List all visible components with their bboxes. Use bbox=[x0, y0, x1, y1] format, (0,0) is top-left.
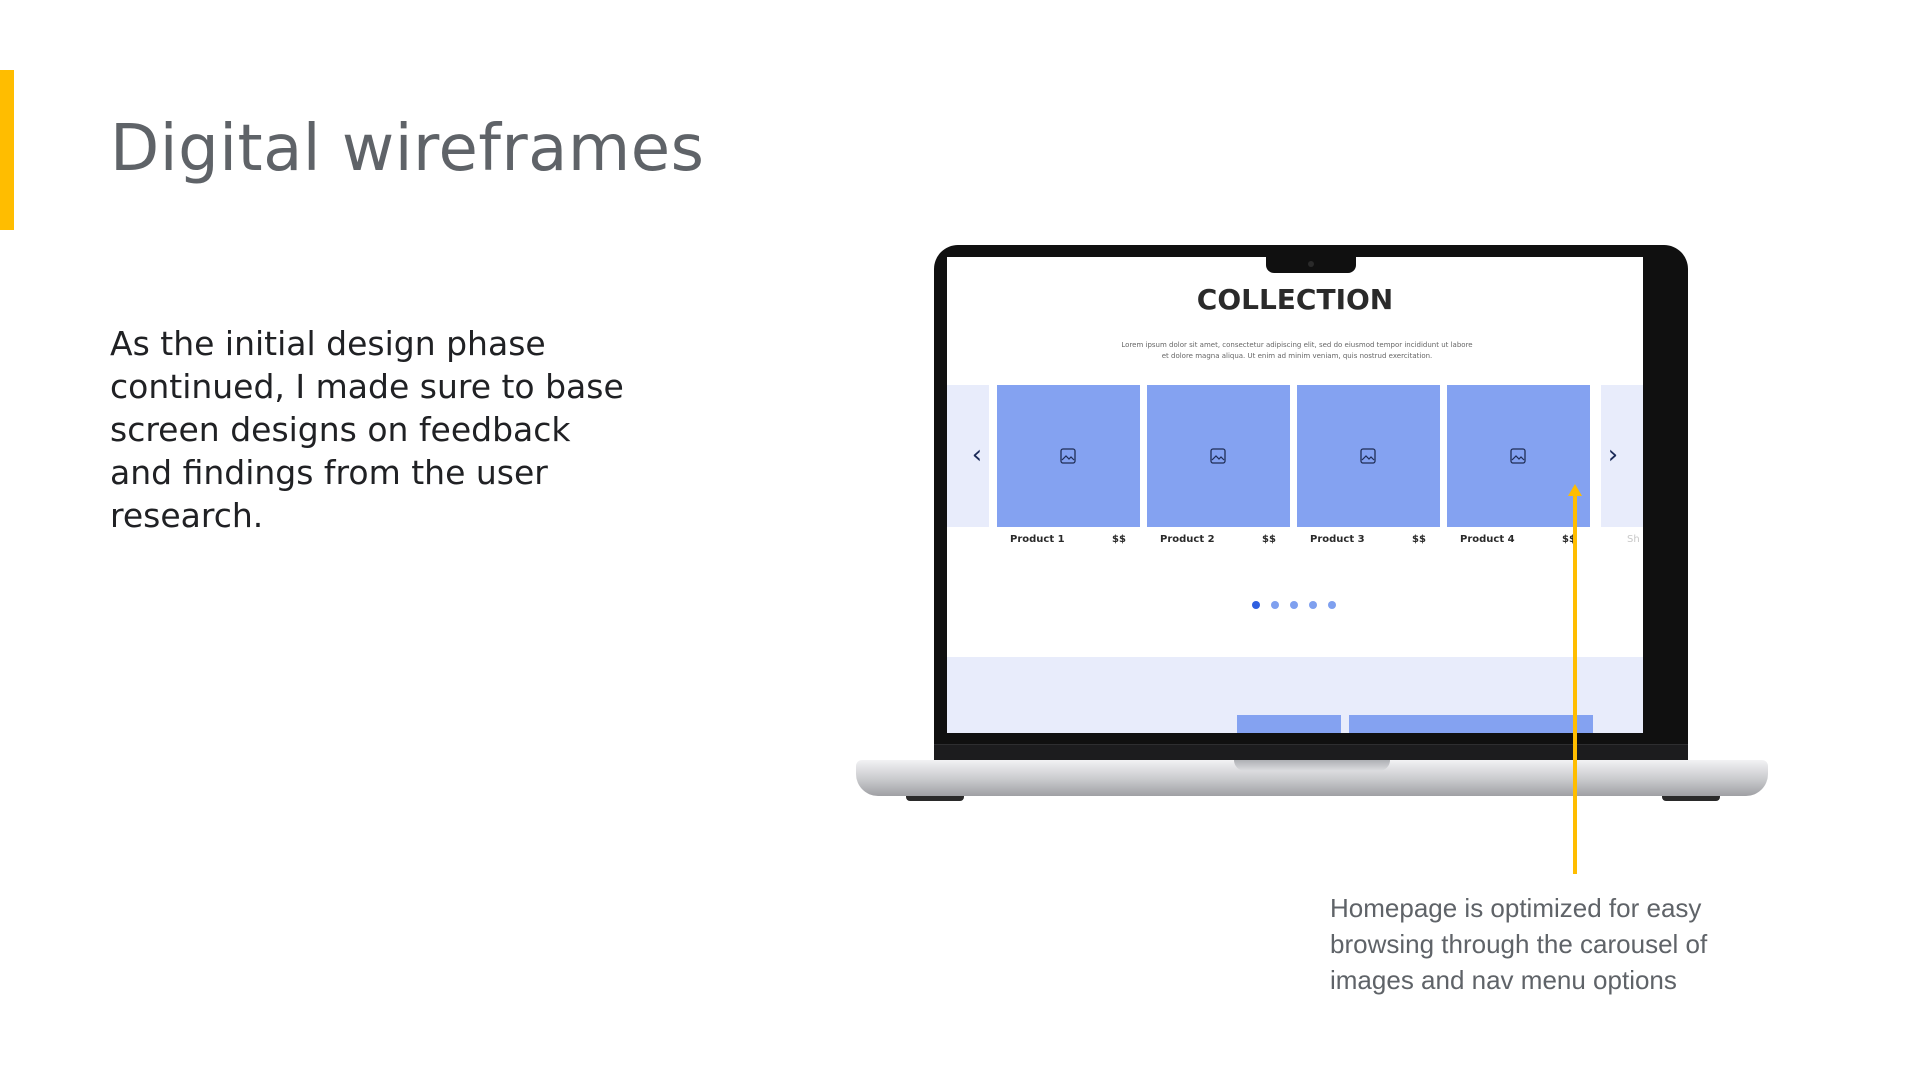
camera-icon bbox=[1308, 261, 1314, 267]
carousel-dot[interactable] bbox=[1271, 601, 1279, 609]
laptop-screen: COLLECTION Lorem ipsum dolor sit amet, c… bbox=[947, 257, 1643, 733]
annotation-text: Homepage is optimized for easy browsing … bbox=[1330, 893, 1708, 995]
lower-block bbox=[1237, 715, 1341, 733]
lid-bottom-strip bbox=[934, 744, 1688, 765]
carousel-side-panel-left bbox=[947, 385, 989, 527]
product-price: $$ bbox=[1562, 534, 1576, 545]
collection-title: COLLECTION bbox=[1196, 283, 1394, 316]
collection-description: Lorem ipsum dolor sit amet, consectetur … bbox=[1121, 341, 1473, 360]
product-price: $$ bbox=[1112, 534, 1126, 545]
product-price: $$ bbox=[1412, 534, 1426, 545]
lower-block bbox=[1349, 715, 1593, 733]
product-card[interactable] bbox=[1297, 385, 1440, 527]
chevron-left-icon[interactable]: ‹ bbox=[971, 440, 983, 470]
laptop-base bbox=[856, 760, 1768, 796]
image-placeholder-icon bbox=[1510, 448, 1526, 464]
body-text: As the initial design phase continued, I… bbox=[110, 324, 624, 535]
image-placeholder-icon bbox=[1210, 448, 1226, 464]
carousel-dot[interactable] bbox=[1290, 601, 1298, 609]
carousel-dot[interactable] bbox=[1328, 601, 1336, 609]
product-card[interactable] bbox=[1147, 385, 1290, 527]
image-placeholder-icon bbox=[1360, 448, 1376, 464]
accent-bar bbox=[0, 70, 14, 230]
base-notch bbox=[1234, 760, 1390, 771]
carousel-dot[interactable] bbox=[1309, 601, 1317, 609]
product-name: Product 1 bbox=[1010, 534, 1065, 545]
laptop-mockup: COLLECTION Lorem ipsum dolor sit amet, c… bbox=[934, 245, 1688, 765]
chevron-right-icon[interactable]: › bbox=[1607, 440, 1619, 470]
product-name: Product 3 bbox=[1310, 534, 1365, 545]
laptop-foot bbox=[1662, 796, 1720, 801]
callout-line bbox=[1573, 492, 1577, 874]
image-placeholder-icon bbox=[1060, 448, 1076, 464]
arrow-up-icon bbox=[1568, 484, 1582, 496]
carousel-side-panel-right bbox=[1601, 385, 1643, 527]
product-card[interactable] bbox=[1447, 385, 1590, 527]
product-price: $$ bbox=[1262, 534, 1276, 545]
screen-notch bbox=[1266, 257, 1356, 273]
slide-title: Digital wireframes bbox=[110, 112, 705, 186]
next-product-name-partial: Sh bbox=[1627, 534, 1640, 545]
product-name: Product 2 bbox=[1160, 534, 1215, 545]
product-card[interactable] bbox=[997, 385, 1140, 527]
carousel-dot[interactable] bbox=[1252, 601, 1260, 609]
product-name: Product 4 bbox=[1460, 534, 1515, 545]
laptop-foot bbox=[906, 796, 964, 801]
